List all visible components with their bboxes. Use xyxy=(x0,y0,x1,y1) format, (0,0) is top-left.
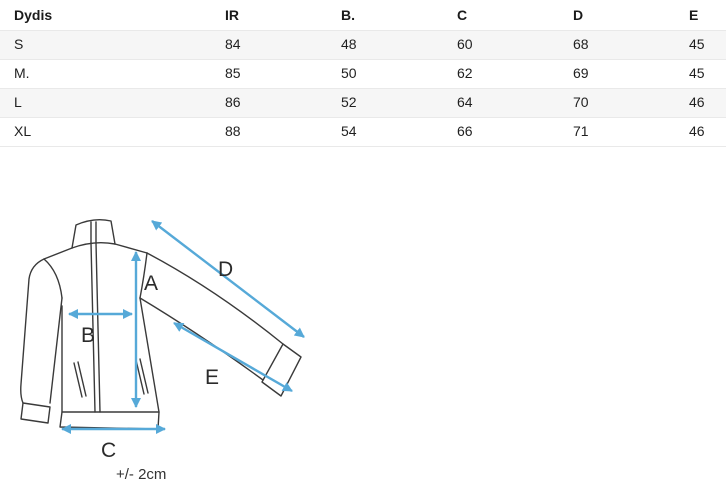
table-cell: 88 xyxy=(225,117,341,147)
tolerance-note: +/- 2cm xyxy=(116,466,166,483)
table-cell: 48 xyxy=(341,30,457,60)
size-cell: S xyxy=(0,30,225,60)
table-cell: 54 xyxy=(341,117,457,147)
column-header-c: C xyxy=(457,2,573,31)
table-cell: 66 xyxy=(457,117,573,147)
table-cell: 68 xyxy=(573,30,689,60)
jacket-outline-icon xyxy=(20,218,302,430)
measure-label-d: D xyxy=(218,258,233,281)
jacket-diagram-svg: A B C D E +/- 2cm xyxy=(20,218,305,483)
column-header-ir: IR xyxy=(225,2,341,31)
column-header-d: D xyxy=(573,2,689,31)
measure-label-c: C xyxy=(101,439,116,462)
table-cell: 62 xyxy=(457,59,573,89)
measure-label-b: B xyxy=(81,324,95,347)
table-cell: 60 xyxy=(457,30,573,60)
column-header-size: Dydis xyxy=(0,2,225,31)
size-table: Dydis IR B. C D E S 84 48 60 68 45 M. 85… xyxy=(0,2,726,147)
column-header-b: B. xyxy=(341,2,457,31)
table-cell: 84 xyxy=(225,30,341,60)
table-cell: 69 xyxy=(573,59,689,89)
measurement-arrows xyxy=(60,220,305,435)
measure-label-e: E xyxy=(205,366,219,389)
table-row: S 84 48 60 68 45 xyxy=(0,30,726,60)
table-row: M. 85 50 62 69 45 xyxy=(0,59,726,89)
size-table-head: Dydis IR B. C D E xyxy=(0,2,726,31)
table-cell: 64 xyxy=(457,88,573,118)
table-cell: 86 xyxy=(225,88,341,118)
measure-arrow-e xyxy=(173,321,293,393)
table-cell: 46 xyxy=(689,117,726,147)
column-header-e: E xyxy=(689,2,726,31)
table-cell: 45 xyxy=(689,59,726,89)
size-cell: M. xyxy=(0,59,225,89)
jacket-measurement-diagram: A B C D E +/- 2cm xyxy=(10,206,340,498)
table-cell: 50 xyxy=(341,59,457,89)
table-cell: 71 xyxy=(573,117,689,147)
measure-label-a: A xyxy=(144,272,158,295)
measure-arrow-d xyxy=(151,220,305,338)
size-cell: XL xyxy=(0,117,225,147)
table-cell: 85 xyxy=(225,59,341,89)
size-table-body: S 84 48 60 68 45 M. 85 50 62 69 45 L 86 … xyxy=(0,30,726,147)
table-row: XL 88 54 66 71 46 xyxy=(0,117,726,147)
table-cell: 46 xyxy=(689,88,726,118)
size-cell: L xyxy=(0,88,225,118)
table-cell: 52 xyxy=(341,88,457,118)
header-row: Dydis IR B. C D E xyxy=(0,2,726,31)
table-cell: 70 xyxy=(573,88,689,118)
table-cell: 45 xyxy=(689,30,726,60)
table-row: L 86 52 64 70 46 xyxy=(0,88,726,118)
